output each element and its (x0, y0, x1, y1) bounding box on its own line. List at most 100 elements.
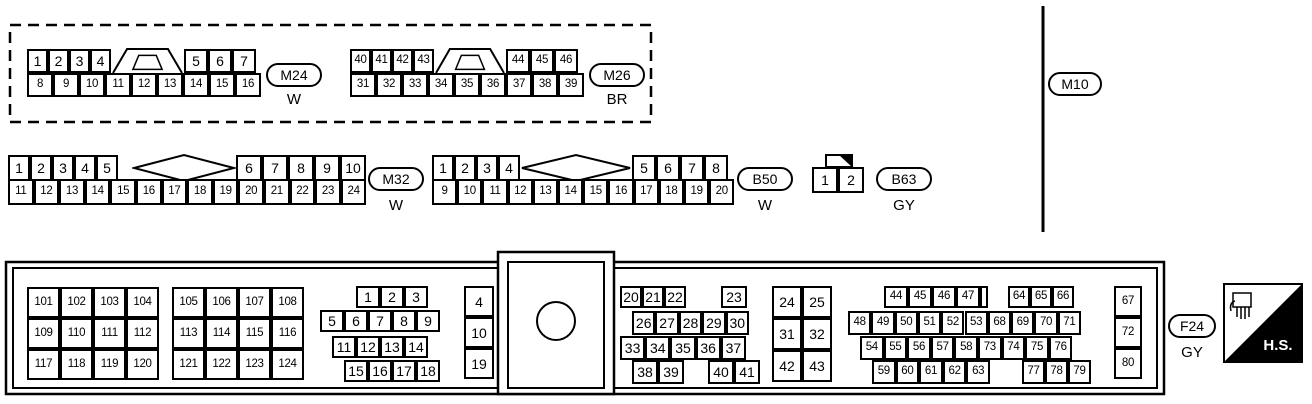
f24-pin-13: 13 (380, 336, 404, 358)
b50-pin-11: 11 (482, 179, 508, 205)
f24-pin-103: 103 (93, 287, 126, 318)
f24-pin-64: 64 (1008, 286, 1030, 308)
b63-pin-1: 1 (812, 167, 838, 193)
m26-key-shape (435, 48, 505, 74)
f24-pin-54: 54 (860, 336, 884, 360)
dashed-enclosure (8, 23, 653, 124)
f24-pin-104: 104 (126, 287, 159, 318)
f24-pin-27: 27 (655, 311, 679, 335)
m32-pin-9: 9 (314, 155, 340, 181)
f24-pin-36: 36 (695, 336, 721, 360)
f24-pin-47: 47 (956, 286, 980, 308)
m32-pin-2: 2 (30, 155, 52, 181)
m32-color-label: W (388, 197, 404, 214)
f24-pin-55: 55 (883, 336, 908, 360)
m24-pin-1: 1 (27, 49, 48, 73)
f24-pin-121: 121 (172, 349, 205, 380)
b50-pin-13: 13 (532, 179, 558, 205)
b50-pin-1: 1 (432, 155, 454, 181)
f24-pin-58: 58 (954, 336, 978, 360)
m32-pin-24: 24 (340, 179, 367, 205)
f24-connector-tag: F24 (1168, 314, 1216, 338)
b50-pin-10: 10 (457, 179, 483, 205)
f24-pin-118: 118 (60, 349, 93, 380)
f24-latch-hole (536, 301, 576, 341)
f24-pin-38: 38 (632, 360, 658, 384)
m26-pin-36: 36 (480, 73, 506, 97)
b50-color-label: W (757, 197, 773, 214)
f24-pin-20: 20 (620, 286, 642, 308)
f24-pin-113: 113 (172, 318, 205, 349)
b50-pin-16: 16 (608, 179, 634, 205)
m26-pin-42: 42 (392, 49, 413, 73)
m32-pin-4: 4 (74, 155, 96, 181)
m32-pin-11: 11 (8, 179, 34, 205)
f24-pin-109: 109 (27, 318, 60, 349)
m32-pin-1: 1 (8, 155, 30, 181)
b63-pin-2: 2 (838, 167, 864, 193)
b50-pin-14: 14 (558, 179, 584, 205)
m26-pin-33: 33 (402, 73, 428, 97)
f24-pin-75: 75 (1025, 336, 1049, 360)
f24-pin-57: 57 (930, 336, 955, 360)
m24-pin-4: 4 (90, 49, 111, 73)
m24-pin-9: 9 (53, 73, 79, 97)
f24-pin-30: 30 (725, 311, 749, 335)
f24-pin-24: 24 (772, 286, 802, 318)
f24-pin-33: 33 (620, 336, 646, 360)
b50-connector-tag: B50 (737, 167, 793, 191)
f24-pin-39: 39 (658, 360, 684, 384)
m32-pin-10: 10 (340, 155, 366, 181)
m26-pin-40: 40 (350, 49, 371, 73)
b50-pin-17: 17 (633, 179, 659, 205)
f24-pin-51: 51 (917, 311, 942, 335)
b50-pin-15: 15 (583, 179, 609, 205)
f24-pin-41: 41 (734, 360, 760, 384)
harness-side-label: H.S. (1263, 337, 1293, 354)
m24-pin-11: 11 (105, 73, 131, 97)
f24-pin-42: 42 (772, 350, 802, 382)
m24-pin-6: 6 (208, 49, 232, 73)
m26-pin-44: 44 (506, 49, 530, 73)
f24-pin-48: 48 (848, 311, 872, 335)
f24-pin-80: 80 (1114, 348, 1142, 379)
m26-pin-41: 41 (371, 49, 392, 73)
f24-pin-43: 43 (802, 350, 832, 382)
f24-pin-119: 119 (93, 349, 126, 380)
f24-pin-72: 72 (1114, 317, 1142, 348)
b50-pin-4: 4 (498, 155, 520, 181)
m26-pin-35: 35 (454, 73, 480, 97)
harness-side-badge (1223, 283, 1303, 363)
b50-pin-3: 3 (476, 155, 498, 181)
b50-pin-19: 19 (684, 179, 710, 205)
f24-pin-101: 101 (27, 287, 60, 318)
f24-pin-2: 2 (380, 286, 404, 308)
f24-pin-14: 14 (404, 336, 428, 358)
f24-pin-23: 23 (721, 286, 747, 308)
f24-pin-21: 21 (642, 286, 664, 308)
f24-pin-122: 122 (205, 349, 238, 380)
f24-pin-45: 45 (908, 286, 932, 308)
f24-pin-26: 26 (632, 311, 656, 335)
m24-color-label: W (286, 91, 302, 108)
m32-pin-15: 15 (110, 179, 136, 205)
f24-pin-102: 102 (60, 287, 93, 318)
f24-pin-120: 120 (126, 349, 159, 380)
f24-pin-60: 60 (895, 360, 920, 384)
b50-pin-20: 20 (709, 179, 735, 205)
b50-pin-12: 12 (507, 179, 533, 205)
f24-pin-32: 32 (802, 318, 832, 350)
m26-pin-34: 34 (428, 73, 454, 97)
b50-pin-5: 5 (632, 155, 656, 181)
f24-pin-11: 11 (332, 336, 356, 358)
m24-pin-12: 12 (131, 73, 157, 97)
f24-pin-10: 10 (464, 317, 494, 348)
f24-pin-123: 123 (238, 349, 271, 380)
hand-connector-icon (1229, 292, 1252, 319)
m32-pin-16: 16 (136, 179, 162, 205)
m32-pin-18: 18 (187, 179, 213, 205)
f24-pin-76: 76 (1048, 336, 1073, 360)
f24-pin-6: 6 (344, 310, 368, 332)
f24-pin-16: 16 (368, 360, 392, 382)
